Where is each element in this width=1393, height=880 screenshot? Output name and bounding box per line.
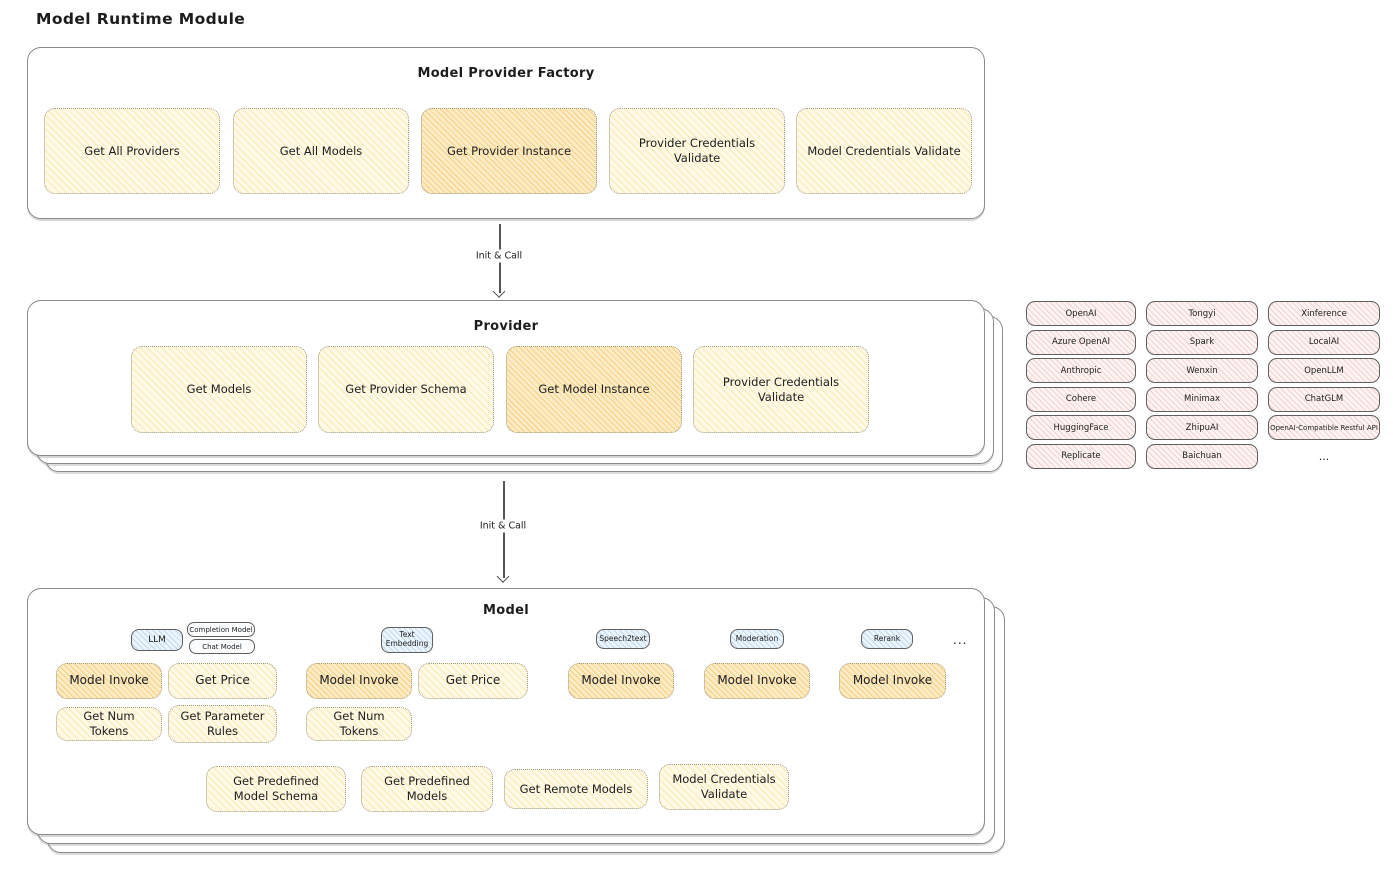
node-get-all-models: Get All Models — [233, 108, 409, 194]
node-get-price-embedding: Get Price — [418, 663, 528, 699]
node-get-parameter-rules: Get Parameter Rules — [168, 705, 277, 743]
arrowhead-icon — [496, 570, 510, 583]
flow-arrow-provider-to-model: Init & Call — [473, 481, 533, 583]
node-model-invoke-llm: Model Invoke — [56, 663, 162, 699]
node-get-predefined-model-schema: Get Predefined Model Schema — [206, 766, 346, 812]
node-model-invoke-moderation: Model Invoke — [704, 663, 810, 699]
node-get-num-tokens-llm: Get Num Tokens — [56, 707, 162, 741]
tab-speech2text: Speech2text — [596, 629, 650, 649]
provider-cell-anthropic: Anthropic — [1026, 358, 1136, 383]
tab-rerank: Rerank — [861, 629, 913, 649]
node-get-model-instance: Get Model Instance — [506, 346, 682, 433]
provider-cell-chatglm: ChatGLM — [1268, 386, 1380, 412]
node-provider-credentials-validate-2: Provider Credentials Validate — [693, 346, 869, 433]
provider-cell-replicate: Replicate — [1026, 443, 1136, 469]
provider-title: Provider — [473, 319, 539, 334]
tab-llm: LLM — [131, 629, 183, 651]
node-model-credentials-validate: Model Credentials Validate — [796, 108, 972, 194]
node-get-num-tokens-embedding: Get Num Tokens — [306, 707, 412, 741]
node-get-price-llm: Get Price — [168, 663, 277, 699]
node-get-all-providers: Get All Providers — [44, 108, 220, 194]
factory-box: Model Provider Factory Get All Providers… — [27, 47, 985, 219]
provider-cell-spark: Spark — [1146, 329, 1258, 355]
arrowhead-icon — [492, 285, 506, 298]
provider-cell-openai-compatible: OpenAI-Compatible Restful API — [1268, 415, 1380, 440]
node-model-credentials-validate-2: Model Credentials Validate — [659, 764, 789, 810]
node-get-remote-models: Get Remote Models — [504, 769, 648, 809]
arrow-label: Init & Call — [474, 519, 532, 533]
provider-cell-zhipuai: ZhipuAI — [1146, 415, 1258, 440]
tab-text-embedding: Text Embedding — [381, 627, 433, 653]
provider-cell-azure-openai: Azure OpenAI — [1026, 329, 1136, 355]
more-model-types-ellipsis: ... — [953, 633, 968, 647]
tab-completion-model: Completion Model — [187, 622, 255, 637]
provider-cell-tongyi: Tongyi — [1146, 301, 1258, 326]
provider-cell-openllm: OpenLLM — [1268, 358, 1380, 383]
tab-chat-model: Chat Model — [189, 639, 255, 654]
provider-stack: Provider Get Models Get Provider Schema … — [27, 300, 1022, 475]
arrow-label: Init & Call — [470, 249, 528, 263]
provider-cell-openai: OpenAI — [1026, 301, 1136, 326]
providers-grid: OpenAI Tongyi Xinference Azure OpenAI Sp… — [1026, 301, 1380, 469]
provider-cell-wenxin: Wenxin — [1146, 358, 1258, 383]
node-model-invoke-embedding: Model Invoke — [306, 663, 412, 699]
flow-arrow-factory-to-provider: Init & Call — [469, 224, 529, 298]
diagram-title: Model Runtime Module — [36, 10, 246, 28]
tab-moderation: Moderation — [730, 629, 784, 649]
node-provider-credentials-validate: Provider Credentials Validate — [609, 108, 785, 194]
node-get-provider-instance: Get Provider Instance — [421, 108, 597, 194]
provider-cell-cohere: Cohere — [1026, 386, 1136, 412]
node-get-predefined-models: Get Predefined Models — [361, 766, 493, 812]
model-title: Model — [483, 603, 529, 618]
provider-cell-localai: LocalAI — [1268, 329, 1380, 355]
more-providers-ellipsis: ... — [1318, 449, 1330, 463]
node-get-provider-schema: Get Provider Schema — [318, 346, 494, 433]
node-get-models: Get Models — [131, 346, 307, 433]
model-stack: Model LLM Completion Model Chat Model Te… — [27, 588, 1027, 876]
node-model-invoke-speech2text: Model Invoke — [568, 663, 674, 699]
factory-title: Model Provider Factory — [417, 66, 595, 81]
provider-cell-huggingface: HuggingFace — [1026, 415, 1136, 440]
provider-cell-minimax: Minimax — [1146, 386, 1258, 412]
provider-box: Provider Get Models Get Provider Schema … — [27, 300, 985, 456]
node-model-invoke-rerank: Model Invoke — [839, 663, 946, 699]
provider-cell-baichuan: Baichuan — [1146, 443, 1258, 469]
model-box: Model LLM Completion Model Chat Model Te… — [27, 588, 985, 835]
provider-cell-xinference: Xinference — [1268, 301, 1380, 326]
